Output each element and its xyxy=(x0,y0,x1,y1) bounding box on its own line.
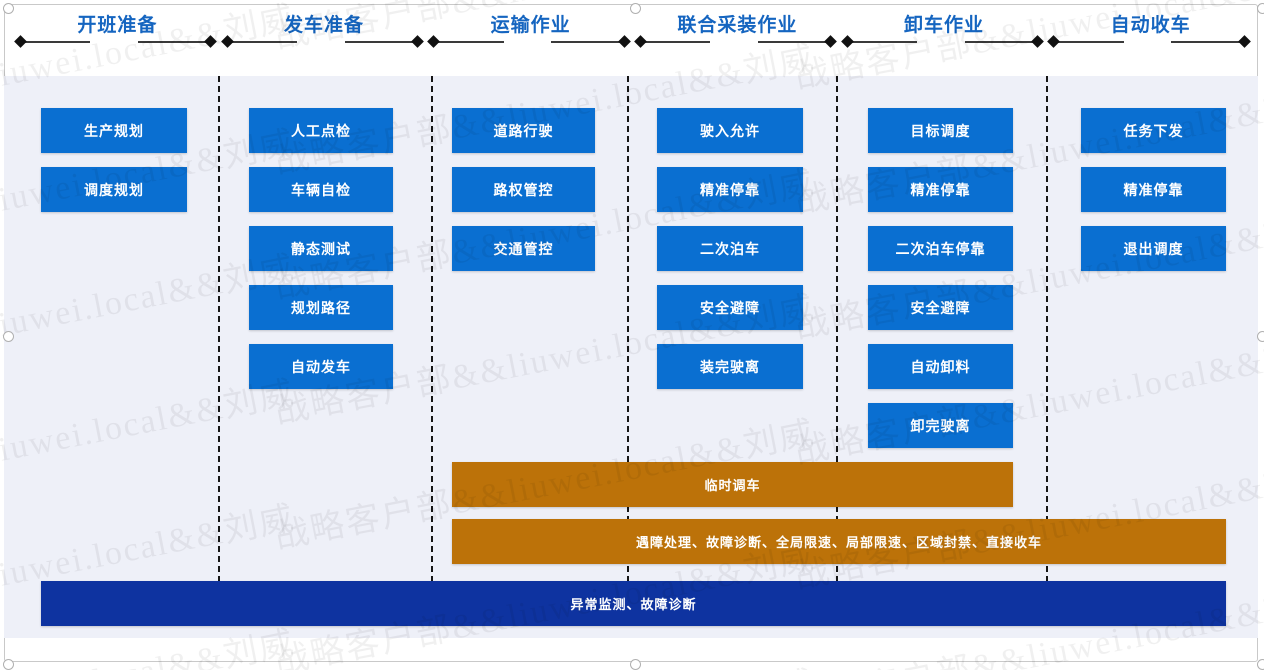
process-step-box[interactable]: 安全避障 xyxy=(868,285,1013,330)
phase-connector-left xyxy=(433,41,504,43)
resize-handle-rm[interactable] xyxy=(1257,331,1264,342)
column-divider-1 xyxy=(218,76,220,582)
process-step-box[interactable]: 生产规划 xyxy=(41,108,187,153)
phase-connector-left xyxy=(640,41,711,43)
phase-diamond-right-icon xyxy=(411,35,424,48)
process-step-box[interactable]: 规划路径 xyxy=(249,285,393,330)
phase-label: 卸车作业 xyxy=(903,15,984,36)
phase-label: 自动收车 xyxy=(1110,15,1191,36)
resize-handle-tr[interactable] xyxy=(1257,3,1264,14)
phase-1[interactable]: 开班准备 xyxy=(14,6,221,70)
process-step-box[interactable]: 交通管控 xyxy=(452,226,595,271)
phase-diamond-left-icon xyxy=(14,35,27,48)
resize-handle-tl[interactable] xyxy=(3,3,14,14)
phase-label: 发车准备 xyxy=(283,15,364,36)
resize-handle-bm[interactable] xyxy=(630,659,641,670)
phase-connector-right xyxy=(344,41,415,43)
column-divider-5 xyxy=(1046,76,1048,582)
process-step-box[interactable]: 二次泊车 xyxy=(657,226,803,271)
column-divider-4 xyxy=(836,76,838,582)
column-divider-2 xyxy=(431,76,433,582)
phase-diamond-right-icon xyxy=(617,35,631,48)
phase-diamond-right-icon xyxy=(204,35,218,48)
resize-handle-tm[interactable] xyxy=(630,3,641,14)
phase-label: 联合采装作业 xyxy=(677,15,798,36)
process-step-box[interactable]: 卸完驶离 xyxy=(868,403,1013,448)
resize-handle-lm[interactable] xyxy=(3,331,14,342)
phase-connector-right xyxy=(1171,41,1242,43)
process-panel: 生产规划调度规划 人工点检车辆自检静态测试规划路径自动发车 道路行驶路权管控交通管控… xyxy=(4,76,1258,638)
process-step-box[interactable]: 自动发车 xyxy=(249,344,393,389)
phase-connector-left xyxy=(226,41,297,43)
phase-diamond-right-icon xyxy=(1237,35,1251,48)
phase-diamond-right-icon xyxy=(1031,35,1044,48)
process-step-box[interactable]: 静态测试 xyxy=(249,226,393,271)
spanning-bar-1[interactable]: 临时调车 xyxy=(452,462,1013,507)
process-step-box[interactable]: 精准停靠 xyxy=(657,167,803,212)
phase-connector-right xyxy=(551,41,622,43)
phase-connector-right xyxy=(758,41,829,43)
phase-2[interactable]: 发车准备 xyxy=(220,6,428,70)
process-step-box[interactable]: 精准停靠 xyxy=(1081,167,1226,212)
phase-connector-left xyxy=(20,41,91,43)
process-step-box[interactable]: 任务下发 xyxy=(1081,108,1226,153)
phase-diamond-right-icon xyxy=(824,35,838,48)
spanning-bar-2[interactable]: 遇障处理、故障诊断、全局限速、局部限速、区域封禁、直接收车 xyxy=(452,519,1226,564)
phase-diamond-left-icon xyxy=(1047,35,1061,48)
phase-header-strip: 开班准备 发车准备 运输作业 联合采装作业 卸车作业 自动收车 xyxy=(14,6,1254,70)
process-step-box[interactable]: 调度规划 xyxy=(41,167,187,212)
phase-connector-left xyxy=(1053,41,1124,43)
process-step-box[interactable]: 二次泊车停靠 xyxy=(868,226,1013,271)
phase-diamond-left-icon xyxy=(634,35,647,48)
process-step-box[interactable]: 退出调度 xyxy=(1081,226,1226,271)
process-step-box[interactable]: 路权管控 xyxy=(452,167,595,212)
phase-5[interactable]: 卸车作业 xyxy=(840,6,1048,70)
phase-diamond-left-icon xyxy=(427,35,441,48)
column-divider-3 xyxy=(627,76,629,582)
process-step-box[interactable]: 自动卸料 xyxy=(868,344,1013,389)
process-step-box[interactable]: 驶入允许 xyxy=(657,108,803,153)
phase-connector-right xyxy=(964,41,1035,43)
process-step-box[interactable]: 人工点检 xyxy=(249,108,393,153)
process-step-box[interactable]: 装完驶离 xyxy=(657,344,803,389)
resize-handle-br[interactable] xyxy=(1257,659,1264,670)
phase-label: 运输作业 xyxy=(490,15,571,36)
process-step-box[interactable]: 安全避障 xyxy=(657,285,803,330)
process-step-box[interactable]: 目标调度 xyxy=(868,108,1013,153)
spanning-bar-3[interactable]: 异常监测、故障诊断 xyxy=(41,581,1226,626)
phase-3[interactable]: 运输作业 xyxy=(427,6,634,70)
phase-connector-left xyxy=(846,41,917,43)
process-step-box[interactable]: 道路行驶 xyxy=(452,108,595,153)
phase-diamond-left-icon xyxy=(220,35,234,48)
phase-6[interactable]: 自动收车 xyxy=(1047,6,1254,70)
phase-diamond-left-icon xyxy=(840,35,854,48)
phase-4[interactable]: 联合采装作业 xyxy=(634,6,841,70)
watermark-text: 战略客户部&&liuwei.local&&刘威 xyxy=(270,655,819,670)
process-step-box[interactable]: 车辆自检 xyxy=(249,167,393,212)
resize-handle-bl[interactable] xyxy=(3,659,14,670)
phase-connector-right xyxy=(138,41,209,43)
process-step-box[interactable]: 精准停靠 xyxy=(868,167,1013,212)
phase-label: 开班准备 xyxy=(77,15,158,36)
